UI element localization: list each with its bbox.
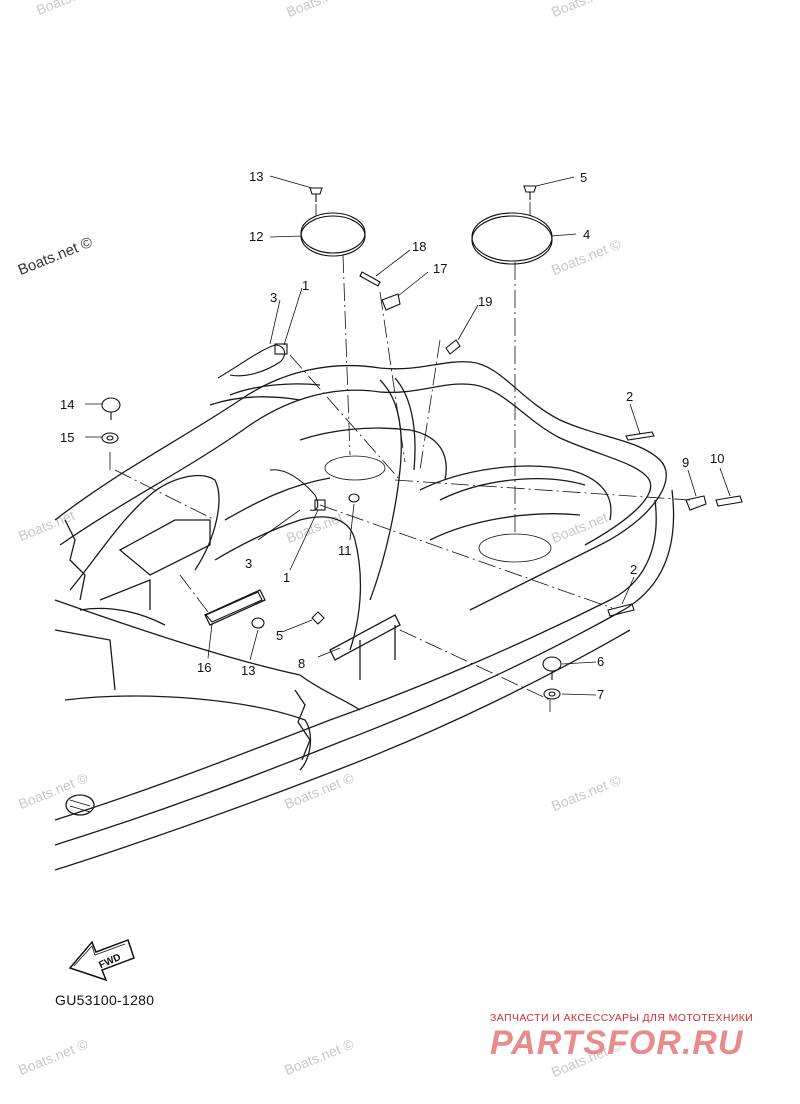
callout-17: 17 <box>433 261 447 276</box>
pin-2-lower <box>607 603 635 617</box>
callout-13-top: 13 <box>249 169 263 184</box>
callout-18: 18 <box>412 239 426 254</box>
callout-8: 8 <box>298 656 305 671</box>
bracket-16 <box>205 591 263 623</box>
screw-5-lower <box>311 611 325 625</box>
callout-6: 6 <box>597 654 604 669</box>
washer-11 <box>348 493 360 503</box>
clip-9 <box>685 495 707 511</box>
callout-15: 15 <box>60 430 74 445</box>
leader-lines <box>85 175 731 712</box>
callout-13-lower: 13 <box>241 663 255 678</box>
bolt-6 <box>542 656 562 680</box>
washer-15 <box>101 432 119 444</box>
fwd-arrow-icon: FWD <box>68 939 135 982</box>
grommet-19 <box>445 339 461 355</box>
cover-plate-4 <box>471 212 553 265</box>
washer-7 <box>543 688 561 700</box>
screw-13-lower <box>251 617 265 629</box>
shop-tagline: ЗАПЧАСТИ И АКСЕССУАРЫ ДЛЯ МОТОТЕХНИКИ <box>490 1012 754 1024</box>
screw-13-top <box>309 187 323 202</box>
callout-10: 10 <box>710 451 724 466</box>
callout-19: 19 <box>478 294 492 309</box>
callout-numbers: 13 5 12 4 18 17 3 1 19 14 15 2 9 10 11 3… <box>60 169 724 702</box>
callout-3-upper: 3 <box>270 290 277 305</box>
callout-11: 11 <box>338 543 352 558</box>
strap-3-1-upper <box>217 343 288 379</box>
callout-14: 14 <box>60 397 74 412</box>
callout-3-lower: 3 <box>245 556 252 571</box>
callout-1-upper: 1 <box>302 278 309 293</box>
pin-2-upper <box>625 431 655 441</box>
hull-deck-outline <box>54 361 675 871</box>
callout-4: 4 <box>583 227 590 242</box>
strap-3-1-lower <box>269 469 326 511</box>
cover-plate-12 <box>300 212 366 257</box>
callout-9: 9 <box>682 455 689 470</box>
shop-logo: PARTSFOR.RU <box>490 1024 744 1062</box>
rivet-18 <box>359 271 381 287</box>
screw-10 <box>715 495 743 507</box>
callout-2-lower: 2 <box>630 562 637 577</box>
clip-17 <box>381 293 401 311</box>
callout-1-lower: 1 <box>283 570 290 585</box>
bolt-14 <box>101 397 121 420</box>
callout-5-top: 5 <box>580 170 587 185</box>
screw-5-top <box>523 185 537 200</box>
callout-2-upper: 2 <box>626 389 633 404</box>
callout-12: 12 <box>249 229 263 244</box>
part-code: GU53100-1280 <box>55 992 155 1008</box>
callout-7: 7 <box>597 687 604 702</box>
callout-5-lower: 5 <box>276 628 283 643</box>
callout-16: 16 <box>197 660 211 675</box>
